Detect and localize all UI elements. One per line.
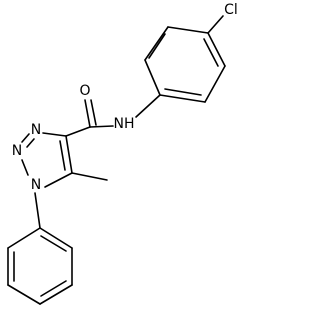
bond-phenyl-1 [39, 227, 73, 249]
bond-phenyl-3 [39, 284, 73, 305]
bond-ring-right-1 [204, 65, 226, 103]
atom-label-oxygen: O [79, 83, 90, 99]
bond-n2-to-n3-2 [26, 138, 35, 148]
structure-diagram: Cl O NH N N N [7, 2, 238, 305]
double-bond-inner-1 [148, 33, 166, 59]
phenyl-ring [7, 227, 73, 305]
bond-ring-bottom [159, 94, 206, 103]
bond-ring-top-1 [167, 26, 209, 34]
bond-nh-to-carbonyl [89, 125, 114, 128]
double-bond-inner-2 [164, 88, 202, 96]
triazole-ring [21, 132, 73, 188]
bond-c5-to-n1 [44, 172, 73, 188]
bond-n1-to-phenyl [34, 192, 41, 229]
atom-label-triazole-n2: N [12, 143, 22, 159]
double-bond-phenyl-2 [40, 280, 67, 297]
bond-phenyl-6 [7, 227, 41, 249]
chlorophenyl-ring [144, 26, 226, 103]
double-bond-c4-c5-inner [59, 140, 66, 171]
atom-label-chlorine: Cl [224, 2, 238, 18]
atom-label-triazole-n1: N [31, 177, 41, 193]
bond-ring-right-2 [207, 32, 226, 67]
bond-ring-top-2 [144, 26, 169, 61]
atom-label-triazole-n3: N [31, 122, 41, 138]
bond-phenyl-4 [7, 284, 41, 305]
double-bond-phenyl-1 [40, 235, 67, 252]
bond-ring-to-cl [207, 15, 224, 34]
bond-n2-to-n3-1 [21, 133, 30, 143]
bond-ring-to-nh [135, 94, 161, 118]
bond-c4-to-c5 [65, 135, 73, 174]
bond-n3-to-c4 [42, 132, 67, 137]
double-bond-inner-3 [203, 38, 219, 67]
bond-c4-to-carbonyl [65, 126, 91, 137]
molecule-canvas: Cl O NH N N N [7, 2, 238, 305]
bond-n1-to-n2 [21, 159, 29, 176]
bond-c5-to-methyl [71, 172, 108, 181]
atom-label-amide-nitrogen: NH [114, 116, 135, 132]
bond-carbonyl-o-2 [90, 99, 97, 126]
bond-ring-left [144, 59, 161, 96]
bond-carbonyl-o-1 [84, 99, 91, 128]
